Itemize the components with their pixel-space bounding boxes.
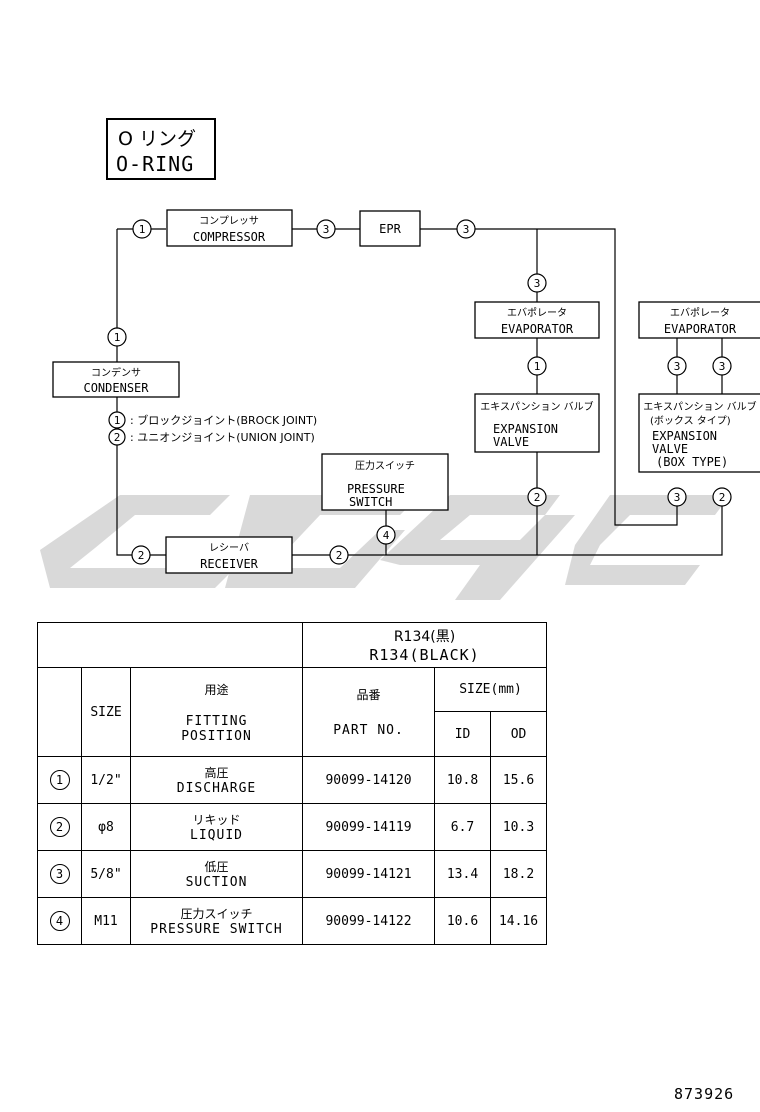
evaporator-box-2: エバポレータ EVAPORATOR	[638, 301, 760, 339]
expansion-valve-box-1: エキスパンション バルブ EXPANSION VALVE	[474, 393, 600, 453]
expansion2-en3: (BOX TYPE)	[656, 455, 728, 469]
evaporator2-jp: エバポレータ	[670, 307, 730, 319]
svg-text:2: 2	[138, 549, 145, 562]
marker-evaporator1-out: 1	[527, 356, 547, 376]
table-part-header: 品番 PART NO.	[302, 667, 436, 757]
receiver-box: レシーバ RECEIVER	[165, 536, 293, 574]
evaporator2-en: EVAPORATOR	[664, 322, 737, 336]
marker-evaporator2-right: 3	[712, 356, 732, 376]
compressor-en: COMPRESSOR	[193, 230, 266, 244]
condenser-box: コンデンサ CONDENSER	[52, 361, 180, 398]
table-sizemm-header: SIZE(mm)	[434, 667, 548, 712]
o-ring-title-box: O リング O-RING	[106, 118, 216, 180]
epr-box: EPR	[359, 210, 421, 247]
legend-item-block-joint: 1 : ブロックジョイント(BROCK JOINT)	[108, 411, 317, 429]
svg-text:3: 3	[674, 491, 681, 504]
marker-expansion2-right: 2	[712, 487, 732, 507]
pressure-switch-box: 圧力スイッチ PRESSURE SWITCH	[321, 453, 449, 511]
legend-item-union-joint: 2 : ユニオンジョイント(UNION JOINT)	[108, 428, 315, 446]
marker-pressure-switch: 4	[376, 525, 396, 545]
table-fitting-header: 用途 FITTING POSITION	[129, 667, 304, 757]
evaporator1-en: EVAPORATOR	[501, 322, 574, 336]
marker-receiver-in: 2	[131, 545, 151, 565]
o-ring-spec-table: R134(黒) R134(BLACK) SIZE 用途 FITTING POSI…	[36, 622, 548, 945]
receiver-jp: レシーバ	[209, 542, 249, 554]
legend-block-joint-text: : ブロックジョイント(BROCK JOINT)	[130, 413, 317, 427]
marker-condenser-compressor: 1	[132, 219, 152, 239]
joint-markers: 1 3 3 1 3 1 3 3 2 3 2 2 2 4	[107, 219, 732, 565]
marker-evaporator1-in: 3	[527, 273, 547, 293]
expansion2-en1: EXPANSION	[652, 429, 717, 443]
receiver-en: RECEIVER	[200, 557, 259, 571]
marker-epr-out: 3	[456, 219, 476, 239]
svg-text:1: 1	[114, 331, 121, 344]
svg-text:2: 2	[719, 491, 726, 504]
table-num-header	[37, 667, 82, 757]
legend-union-joint-text: : ユニオンジョイント(UNION JOINT)	[130, 431, 315, 444]
table-id-header: ID	[434, 711, 492, 757]
expansion1-en2: VALVE	[493, 435, 529, 449]
marker-receiver-out: 2	[329, 545, 349, 565]
table-size-header: SIZE	[81, 667, 131, 757]
expansion1-jp: エキスパンション バルブ	[480, 400, 593, 413]
svg-text:3: 3	[323, 223, 330, 236]
illustration-code: 873926	[674, 1085, 735, 1103]
svg-text:1: 1	[139, 223, 146, 236]
svg-text:1: 1	[534, 360, 541, 373]
marker-expansion2-left: 3	[667, 487, 687, 507]
svg-text:1: 1	[114, 414, 121, 427]
marker-condenser-in: 1	[107, 327, 127, 347]
joint-legend: 1 : ブロックジョイント(BROCK JOINT) 2 : ユニオンジョイント…	[108, 411, 317, 446]
expansion1-en1: EXPANSION	[493, 422, 558, 436]
title-jp: O リング	[118, 128, 196, 150]
pressure-switch-jp: 圧力スイッチ	[355, 459, 415, 472]
table-od-header: OD	[490, 711, 548, 757]
expansion2-jp: エキスパンション バルブ	[643, 400, 756, 413]
svg-text:3: 3	[719, 360, 726, 373]
marker-expansion1-out: 2	[527, 487, 547, 507]
svg-text:2: 2	[336, 549, 343, 562]
table-refrigerant-header: R134(黒) R134(BLACK)	[302, 622, 548, 668]
svg-text:3: 3	[534, 277, 541, 290]
compressor-box: コンプレッサ COMPRESSOR	[166, 209, 293, 247]
pressure-switch-en1: PRESSURE	[347, 482, 405, 496]
svg-text:4: 4	[383, 529, 390, 542]
expansion2-jp2: (ボックス タイプ)	[650, 415, 731, 427]
condenser-en: CONDENSER	[83, 381, 149, 395]
evaporator-box-1: エバポレータ EVAPORATOR	[474, 301, 600, 339]
table-corner	[36, 622, 304, 668]
marker-compressor-epr: 3	[316, 219, 336, 239]
svg-text:3: 3	[463, 223, 470, 236]
expansion2-en2: VALVE	[652, 442, 688, 456]
marker-evaporator2-left: 3	[667, 356, 687, 376]
title-en: O-RING	[116, 152, 195, 176]
compressor-jp: コンプレッサ	[199, 215, 259, 227]
pressure-switch-en2: SWITCH	[349, 495, 392, 509]
svg-text:3: 3	[674, 360, 681, 373]
condenser-jp: コンデンサ	[91, 366, 141, 379]
svg-text:2: 2	[114, 431, 121, 444]
evaporator1-jp: エバポレータ	[507, 307, 567, 319]
svg-text:2: 2	[534, 491, 541, 504]
expansion-valve-box-2: エキスパンション バルブ (ボックス タイプ) EXPANSION VALVE …	[638, 393, 760, 473]
epr-label: EPR	[379, 222, 401, 236]
